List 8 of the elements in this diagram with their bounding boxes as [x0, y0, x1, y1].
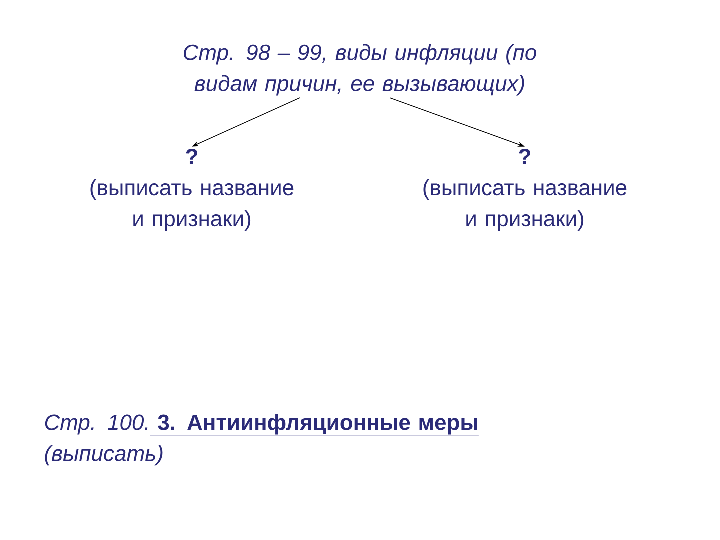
page-reference: Стр. 100.	[45, 414, 148, 435]
heading: Стр. 98 – 99, виды инфляции (по видам причин, ее вызывающих)	[184, 44, 536, 96]
instruction: (выписать название и признаки)	[424, 179, 627, 231]
question-mark: ?	[519, 149, 530, 164]
instruction: (выписать)	[45, 445, 163, 466]
question-mark: ?	[186, 149, 198, 164]
section-heading: 3. Антиинфляционные меры	[150, 414, 480, 436]
instruction: (выписать название и признаки)	[90, 179, 294, 231]
